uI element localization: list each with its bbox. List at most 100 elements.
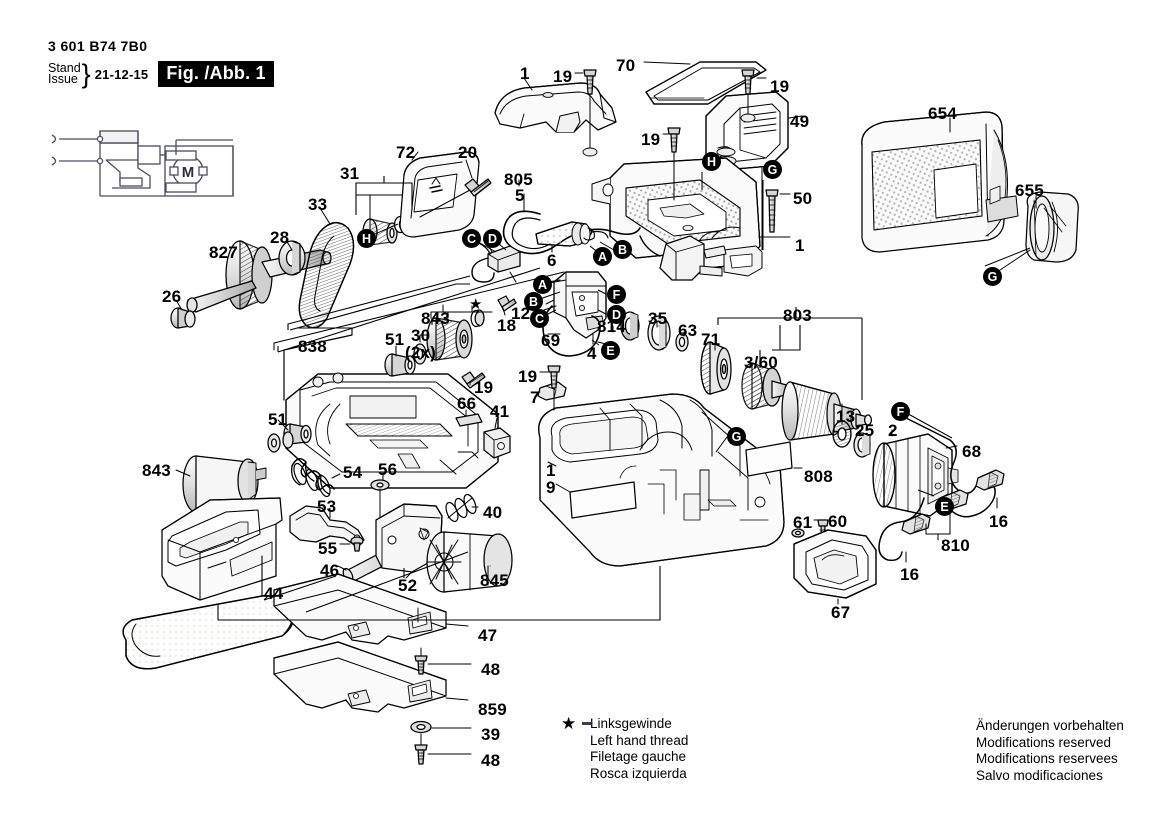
part-label-68: 68 bbox=[962, 442, 982, 461]
part-40-spring bbox=[445, 493, 477, 523]
left-hand-thread-legend: Linksgewinde Left hand thread Filetage g… bbox=[590, 716, 689, 781]
callout-a: A bbox=[533, 275, 552, 294]
part-label-30: 30 bbox=[411, 326, 431, 345]
stand-issue-labels: Stand Issue bbox=[48, 60, 81, 86]
part-41-block bbox=[483, 427, 511, 459]
part-label-654: 654 bbox=[928, 104, 957, 123]
part-808-label bbox=[745, 441, 793, 477]
part-1-lower-housing bbox=[538, 393, 785, 567]
part-68-lead bbox=[897, 413, 977, 494]
part-number: 3 601 B74 7B0 bbox=[48, 38, 148, 54]
part-56-washer bbox=[370, 479, 390, 491]
part-7-clip bbox=[537, 381, 567, 401]
part-63-bushing bbox=[675, 332, 689, 352]
part-52-bracket bbox=[375, 503, 443, 573]
part-44-front-plate bbox=[161, 497, 283, 601]
part-4-switch-body bbox=[545, 271, 607, 339]
part-54-spring bbox=[291, 458, 335, 498]
part-label-19: 19 bbox=[474, 378, 494, 397]
part-label-9: 9 bbox=[546, 478, 556, 497]
callout-b: B bbox=[524, 292, 543, 311]
part-label-53: 53 bbox=[317, 497, 337, 516]
part-label-66: 66 bbox=[457, 394, 477, 413]
callout-c: C bbox=[530, 309, 549, 328]
part-label-5: 5 bbox=[515, 186, 525, 205]
part-845-roller bbox=[426, 531, 513, 593]
part-20-screw bbox=[464, 178, 492, 197]
part-label-71: 71 bbox=[701, 330, 721, 349]
part-label-19: 19 bbox=[518, 367, 538, 386]
part-label-12: 12 bbox=[511, 304, 531, 323]
part-35-washer bbox=[647, 315, 671, 351]
part-label-60: 60 bbox=[828, 512, 848, 531]
callout-g: G bbox=[727, 427, 746, 446]
part-sanding-belt bbox=[122, 595, 295, 670]
part-48-screw-b bbox=[414, 744, 428, 765]
star-843-icon: ★ bbox=[469, 296, 483, 313]
part-label-41: 41 bbox=[490, 402, 510, 421]
part-1-handle-cover bbox=[494, 82, 617, 133]
part-25-bearing bbox=[853, 432, 871, 458]
callout-a: A bbox=[593, 247, 612, 266]
part-2-field-stator bbox=[872, 433, 959, 517]
part-47-base-plate bbox=[273, 573, 447, 645]
callout-e: E bbox=[935, 497, 954, 516]
part-9-label bbox=[569, 481, 637, 519]
part-49-switch-module bbox=[705, 91, 789, 180]
stand-label: Stand bbox=[48, 60, 81, 75]
part-label-52: 52 bbox=[398, 576, 418, 595]
motor-symbol-text: M bbox=[182, 164, 195, 181]
part-label-46: 46 bbox=[320, 561, 340, 580]
callout-b: B bbox=[613, 240, 632, 259]
part-39-washer bbox=[410, 720, 432, 734]
issue-label: Issue bbox=[48, 72, 78, 86]
part-label-18: 18 bbox=[497, 316, 517, 335]
part-654-dust-bag bbox=[861, 111, 1019, 253]
part-label-28: 28 bbox=[270, 228, 290, 247]
part-19-screw-top-a bbox=[583, 69, 597, 95]
part-label-51: 51 bbox=[385, 330, 405, 349]
part-19-screw-top-b bbox=[741, 69, 755, 95]
part-label-55: 55 bbox=[318, 539, 338, 558]
part-label-20: 20 bbox=[458, 143, 478, 162]
callout-h: H bbox=[702, 152, 721, 171]
part-61-washer bbox=[791, 528, 805, 538]
part-55-screw bbox=[350, 536, 364, 552]
callout-d: D bbox=[607, 305, 626, 324]
part-12-cord-clamp bbox=[469, 239, 521, 283]
part-label-61: 61 bbox=[793, 513, 813, 532]
part-label-845: 845 bbox=[480, 571, 509, 590]
part-label-70: 70 bbox=[616, 56, 636, 75]
part-67-end-cap bbox=[793, 529, 877, 599]
part-label-16: 16 bbox=[989, 512, 1009, 531]
part-label-16: 16 bbox=[900, 565, 920, 584]
part-label-2x: (2x) bbox=[405, 343, 437, 362]
part-51-bushing-b bbox=[384, 353, 416, 377]
part-label-44: 44 bbox=[264, 584, 284, 603]
part-label-19: 19 bbox=[641, 130, 661, 149]
star-symbol: ★ bbox=[561, 714, 577, 733]
part-843-idler-roller bbox=[182, 455, 267, 513]
part-19-screw-center bbox=[667, 127, 681, 153]
part-label-7: 7 bbox=[530, 388, 540, 407]
callout-g: G bbox=[763, 160, 782, 179]
part-label-67: 67 bbox=[831, 603, 851, 622]
part-label-56: 56 bbox=[378, 460, 398, 479]
part-label-1: 1 bbox=[546, 461, 556, 480]
part-label-48: 48 bbox=[481, 660, 501, 679]
part-label-31: 31 bbox=[340, 164, 360, 183]
part-label-843: 843 bbox=[421, 309, 450, 328]
part-label-51: 51 bbox=[268, 410, 288, 429]
part-label-69: 69 bbox=[541, 331, 561, 350]
part-label-6: 6 bbox=[547, 251, 557, 270]
callout-g: G bbox=[983, 267, 1002, 286]
issue-date: 21-12-15 bbox=[94, 66, 149, 82]
part-label-2: 2 bbox=[888, 421, 898, 440]
part-26-bushing bbox=[170, 307, 196, 329]
part-33-drive-belt bbox=[298, 221, 355, 329]
mains-plug bbox=[639, 235, 727, 281]
part-label-843: 843 bbox=[142, 461, 171, 480]
callout-f: F bbox=[607, 285, 626, 304]
part-label-47: 47 bbox=[478, 626, 498, 645]
